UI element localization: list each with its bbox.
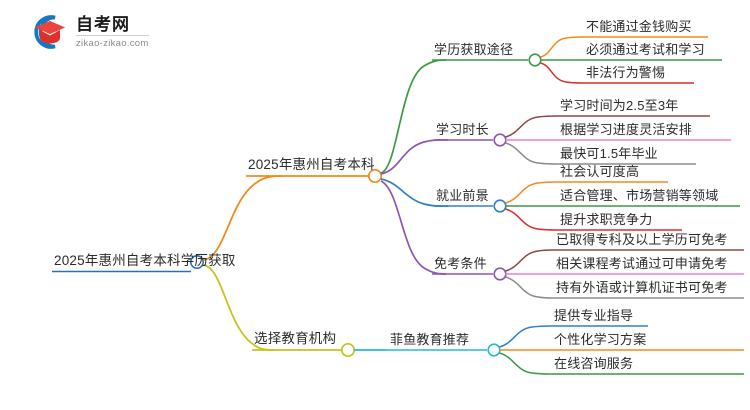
leaf-label-s5l2[interactable]: 个性化学习方案 xyxy=(554,332,647,347)
leaf-label-s1l1[interactable]: 不能通过金钱购买 xyxy=(586,19,692,34)
edge-sub3-leaf3 xyxy=(505,208,557,231)
edge-branch1-sub1 xyxy=(380,59,447,174)
logo-text: 自考网 zikao-zikao.com xyxy=(76,16,149,49)
leaf-label-s3l3[interactable]: 提升求职竞争力 xyxy=(560,212,653,227)
edge-sub4-leaf1 xyxy=(505,249,553,272)
sub5-node-dot xyxy=(487,343,501,357)
edge-sub4-leaf3 xyxy=(505,276,553,299)
node-jiuye-qianjing-label[interactable]: 就业前景 xyxy=(436,188,489,203)
sub1-node-dot xyxy=(528,53,542,67)
leaf-label-s1l3[interactable]: 非法行为警惕 xyxy=(586,65,666,80)
node-mianKao-tiaojian-label[interactable]: 免考条件 xyxy=(434,256,487,271)
edge-sub5-leaf3 xyxy=(499,352,551,375)
graduation-cap-icon xyxy=(28,11,70,53)
node-root-label[interactable]: 2025年惠州自考本科学历获取 xyxy=(54,253,236,268)
edge-sub2-leaf3 xyxy=(505,142,557,165)
edge-root-branch1 xyxy=(203,175,283,261)
edge-sub3-leaf1 xyxy=(505,181,557,204)
edge-sub1-leaf1 xyxy=(540,36,583,58)
branch2-node-dot xyxy=(340,342,356,358)
edge-sub2-leaf1 xyxy=(505,115,557,138)
sub4-node-dot xyxy=(493,267,507,281)
node-xuexi-shichang-label[interactable]: 学习时长 xyxy=(436,122,489,137)
node-feiyu-jiaoyu-tuijian-label[interactable]: 菲鱼教育推荐 xyxy=(390,332,470,347)
leaf-label-s4l1[interactable]: 已取得专科及以上学历可免考 xyxy=(556,232,728,247)
node-branch2-label[interactable]: 选择教育机构 xyxy=(254,331,337,346)
leaf-label-s3l1[interactable]: 社会认可度高 xyxy=(560,164,640,179)
leaf-label-s3l2[interactable]: 适合管理、市场营销等领域 xyxy=(560,188,719,203)
leaf-label-s1l2[interactable]: 必须通过考试和学习 xyxy=(586,42,705,57)
logo-subtitle: zikao-zikao.com xyxy=(76,37,149,49)
sub3-node-dot xyxy=(493,199,507,213)
edge-sub1-leaf3 xyxy=(540,62,583,84)
sub2-node-dot xyxy=(493,133,507,147)
edge-sub5-leaf1 xyxy=(499,325,551,348)
leaf-label-s4l3[interactable]: 持有外语或计算机证书可免考 xyxy=(556,280,728,295)
leaf-label-s2l1[interactable]: 学习时间为2.5至3年 xyxy=(560,98,679,113)
edge-branch1-sub2 xyxy=(380,138,449,175)
site-logo: 自考网 zikao-zikao.com xyxy=(28,8,180,56)
leaf-label-s2l3[interactable]: 最快可1.5年毕业 xyxy=(560,146,658,161)
leaf-label-s4l2[interactable]: 相关课程考试通过可申请免考 xyxy=(556,256,728,271)
leaf-label-s2l2[interactable]: 根据学习进度灵活安排 xyxy=(560,122,693,137)
node-xueli-huoqu-tujing-label[interactable]: 学历获取途径 xyxy=(434,42,514,57)
logo-title: 自考网 xyxy=(76,16,149,36)
leaf-label-s5l3[interactable]: 在线咨询服务 xyxy=(554,356,634,371)
leaf-label-s5l1[interactable]: 提供专业指导 xyxy=(554,308,634,323)
node-branch1-label[interactable]: 2025年惠州自考本科 xyxy=(248,157,375,172)
